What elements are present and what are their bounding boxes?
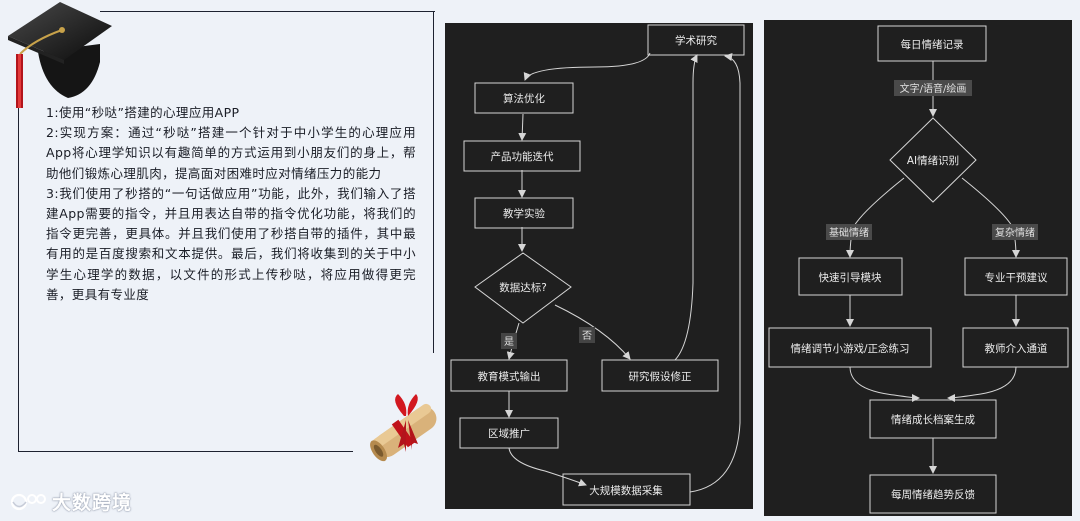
frame-left-line xyxy=(18,95,19,452)
node-ai xyxy=(889,117,977,203)
node-yanjiu xyxy=(601,359,719,392)
node-jiaoxue xyxy=(474,197,574,229)
node-kuaisu-label: 快速引导模块 xyxy=(819,271,882,284)
description-line-2: 2:实现方案：通过“秒哒”搭建一个针对于中小学生的心理应用App将心理学知识以有… xyxy=(46,125,416,181)
description-line-3: 3:我们使用了秒搭的“一句话做应用”功能，此外，我们输入了搭建App需要的指令，… xyxy=(46,185,416,302)
node-dangan xyxy=(869,399,997,439)
node-suanfa-label: 算法优化 xyxy=(503,92,545,105)
node-meiri-label: 每日情绪记录 xyxy=(901,38,964,51)
node-daguimo-label: 大规模数据采集 xyxy=(589,484,663,497)
node-jiaoshi-label: 教师介入通道 xyxy=(985,342,1048,355)
edge-quyu-daguimo xyxy=(508,447,587,487)
node-ai-label: AI情绪识别 xyxy=(907,154,959,167)
node-tiaojie xyxy=(768,327,932,368)
edge-label-input-bg xyxy=(894,80,972,96)
node-jiaoyu xyxy=(450,359,568,392)
node-dangan-label: 情绪成长档案生成 xyxy=(891,413,975,426)
edge-label-no-bg xyxy=(579,327,595,343)
graduation-cap-icon xyxy=(8,2,112,108)
node-kuaisu xyxy=(798,257,903,296)
edge-daguimo-xueshu xyxy=(689,53,741,493)
node-meizhou-label: 每周情绪趋势反馈 xyxy=(891,488,975,501)
node-dabiao-label: 数据达标? xyxy=(499,281,547,294)
edge-suanfa-chanpin xyxy=(518,113,527,141)
node-suanfa xyxy=(474,82,574,114)
node-chanpin xyxy=(463,140,581,172)
node-daguimo xyxy=(562,473,691,506)
frame-right-line xyxy=(433,11,434,353)
node-chanpin-label: 产品功能迭代 xyxy=(491,150,554,163)
description-line-1: 1:使用“秒哒”搭建的心理应用APP xyxy=(46,105,240,120)
node-quyu-label: 区域推广 xyxy=(488,427,530,440)
frame-bottom-line xyxy=(18,451,353,452)
description-text: 1:使用“秒哒”搭建的心理应用APP 2:实现方案：通过“秒哒”搭建一个针对于中… xyxy=(46,103,416,305)
edge-ai-zhuanye xyxy=(961,177,1020,258)
node-zhuanye xyxy=(964,257,1068,296)
flowchart-research-svg: 学术研究 算法优化 产品功能迭代 教学实验 数据达标? 教育模式输出 研究假设修… xyxy=(450,24,745,506)
edge-label-input: 文字/语音/绘画 xyxy=(900,82,967,95)
edge-yanjiu-xueshu xyxy=(674,54,698,361)
flowchart-emotion-svg: 每日情绪记录 AI情绪识别 快速引导模块 专业干预建议 情绪调节小游戏/正念练习… xyxy=(768,25,1069,514)
edge-label-complex: 复杂情绪 xyxy=(995,226,1035,239)
left-pane: 1:使用“秒哒”搭建的心理应用APP 2:实现方案：通过“秒哒”搭建一个针对于中… xyxy=(0,0,440,521)
node-meiri xyxy=(877,25,987,62)
node-jiaoyu-label: 教育模式输出 xyxy=(478,370,541,383)
node-xueshu-label: 学术研究 xyxy=(675,34,717,47)
node-zhuanye-label: 专业干预建议 xyxy=(985,271,1048,284)
node-meizhou xyxy=(869,474,997,514)
brand-logo-icon xyxy=(10,493,46,510)
edge-label-yes-bg xyxy=(501,333,517,349)
brand-logo-text: 大数跨境 xyxy=(52,492,133,514)
edge-ai-kuaisu xyxy=(846,177,905,258)
edge-xueshu-suanfa xyxy=(523,52,651,81)
edge-dabiao-yanjiu xyxy=(554,304,631,360)
node-tiaojie-label: 情绪调节小游戏/正念练习 xyxy=(790,342,909,355)
edge-label-basic-bg xyxy=(826,224,872,240)
edge-jiaoshi-dangan xyxy=(947,366,1017,402)
edge-tiaojie-dangan xyxy=(849,366,920,402)
edge-label-no: 否 xyxy=(582,330,592,342)
diploma-scroll-icon xyxy=(370,394,437,462)
brand-logo: 大数跨境 xyxy=(10,488,132,515)
flowchart-panel-research: 学术研究 算法优化 产品功能迭代 教学实验 数据达标? 教育模式输出 研究假设修… xyxy=(445,23,753,509)
node-dabiao xyxy=(474,252,572,324)
node-jiaoxue-label: 教学实验 xyxy=(503,207,545,220)
edge-label-yes: 是 xyxy=(504,336,514,348)
edge-label-complex-bg xyxy=(992,224,1038,240)
frame-top-line xyxy=(100,11,435,12)
edge-label-basic: 基础情绪 xyxy=(829,226,869,239)
flowchart-panel-emotion: 每日情绪记录 AI情绪识别 快速引导模块 专业干预建议 情绪调节小游戏/正念练习… xyxy=(764,20,1072,516)
node-quyu xyxy=(459,417,559,449)
node-jiaoshi xyxy=(962,327,1069,368)
node-xueshu xyxy=(647,24,745,56)
node-yanjiu-label: 研究假设修正 xyxy=(629,370,692,383)
